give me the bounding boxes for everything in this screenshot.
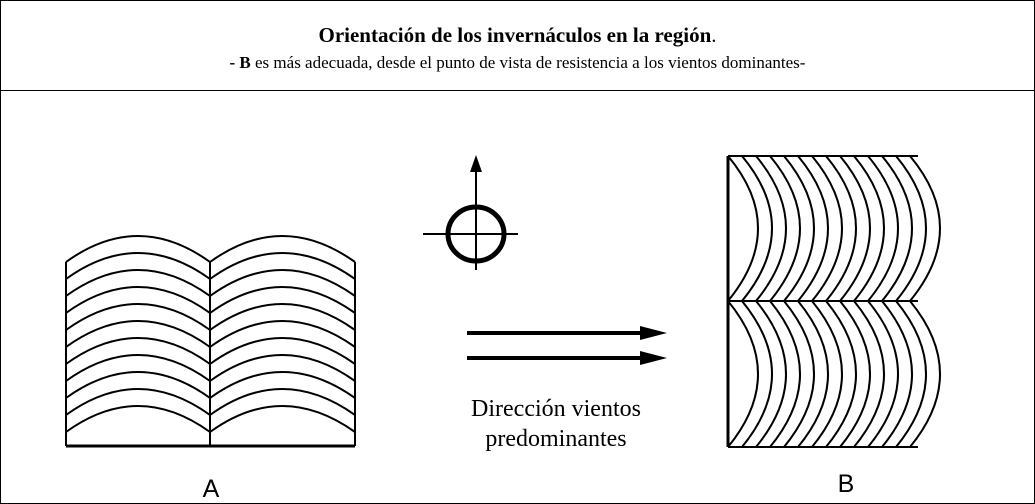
layout-b-lower-bay-arch <box>881 300 913 448</box>
greenhouse-layout-b <box>726 155 941 448</box>
layout-a-right-bay-arch <box>209 303 356 331</box>
compass-north-icon <box>423 155 518 270</box>
layout-b-arches <box>727 155 941 448</box>
wind-arrow-upper-head <box>640 326 667 340</box>
layout-b-lower-bay-arch <box>769 300 801 448</box>
layout-b-lower-bay-arch <box>811 300 843 448</box>
layout-b-upper-bay-arch <box>741 155 773 302</box>
layout-b-upper-bay-arch <box>811 155 843 302</box>
layout-b-lower-bay-arch <box>867 300 899 448</box>
layout-a-right-bay-arch <box>209 337 356 365</box>
layout-a-left-bay-arch <box>65 337 211 365</box>
layout-a-left-bay-arch <box>65 269 211 297</box>
layout-b-lower-bay-arch <box>825 300 857 448</box>
compass-ring <box>445 204 507 264</box>
layout-b-upper-bay-arch <box>895 155 927 302</box>
figure-title-main: Orientación de los invernáculos en la re… <box>318 23 712 47</box>
compass-north-arrowhead <box>470 155 482 172</box>
layout-a-right-bay-arch <box>209 286 356 314</box>
layout-a-right-bay-arch <box>209 252 356 280</box>
wind-arrow-lower-head <box>640 351 667 365</box>
layout-b-lower-bay-arch <box>895 300 927 448</box>
figure-subtitle: - B es más adecuada, desde el punto de v… <box>1 53 1034 73</box>
layout-b-upper-bay-arch <box>755 155 787 302</box>
figure-title: Orientación de los invernáculos en la re… <box>1 23 1034 47</box>
layout-a-right-bay-arch <box>209 269 356 297</box>
layout-b-upper-bay-arch <box>783 155 815 302</box>
layout-b-upper-bay-arch <box>839 155 871 302</box>
layout-b-upper-bay-arch <box>727 155 759 302</box>
double-arrow-right-icon <box>467 326 667 365</box>
layout-b-upper-bay-arch <box>881 155 913 302</box>
layout-b-label: B <box>838 470 855 498</box>
layout-a-right-bay-arch <box>209 371 356 399</box>
wind-caption-line1: Dirección vientos <box>471 396 641 422</box>
figure-header: Orientación de los invernáculos en la re… <box>1 1 1034 91</box>
layout-b-lower-bay-arch <box>853 300 885 448</box>
figure-title-period: . <box>711 23 717 47</box>
layout-b-upper-bay-arch <box>853 155 885 302</box>
layout-a-left-bay-arch <box>65 286 211 314</box>
layout-a-right-bay-arch <box>209 405 356 433</box>
layout-a-right-bay-arch <box>209 320 356 348</box>
figure-subtitle-lead: - B <box>229 53 251 72</box>
layout-a-left-bay-arch <box>65 371 211 399</box>
layout-b-upper-bay-arch <box>909 155 941 302</box>
layout-a-right-bay-arch <box>209 388 356 416</box>
figure-subtitle-text: es más adecuada, desde el punto de vista… <box>250 53 806 72</box>
layout-b-lower-bay-arch <box>909 300 941 448</box>
layout-b-lower-bay-arch <box>783 300 815 448</box>
layout-b-upper-bay-arch <box>797 155 829 302</box>
layout-a-left-bay-arch <box>65 235 211 263</box>
layout-a-left-bay-arch <box>65 303 211 331</box>
layout-b-upper-bay-arch <box>867 155 899 302</box>
layout-b-lower-bay-arch <box>741 300 773 448</box>
wind-caption-line2: predominantes <box>485 426 626 452</box>
layout-a-left-bay-arch <box>65 388 211 416</box>
layout-a-label: A <box>203 475 220 503</box>
layout-a-right-bay-arch <box>209 235 356 263</box>
layout-b-lower-bay-arch <box>755 300 787 448</box>
layout-a-arches <box>65 235 356 433</box>
layout-a-left-bay-arch <box>65 354 211 382</box>
layout-b-upper-bay-arch <box>825 155 857 302</box>
layout-a-right-bay-arch <box>209 354 356 382</box>
layout-b-lower-bay-arch <box>727 300 759 448</box>
layout-a-left-bay-arch <box>65 405 211 433</box>
layout-b-upper-bay-arch <box>769 155 801 302</box>
layout-a-left-bay-arch <box>65 320 211 348</box>
layout-b-lower-bay-arch <box>839 300 871 448</box>
layout-a-left-bay-arch <box>65 252 211 280</box>
greenhouse-layout-a <box>65 235 356 448</box>
layout-b-lower-bay-arch <box>797 300 829 448</box>
